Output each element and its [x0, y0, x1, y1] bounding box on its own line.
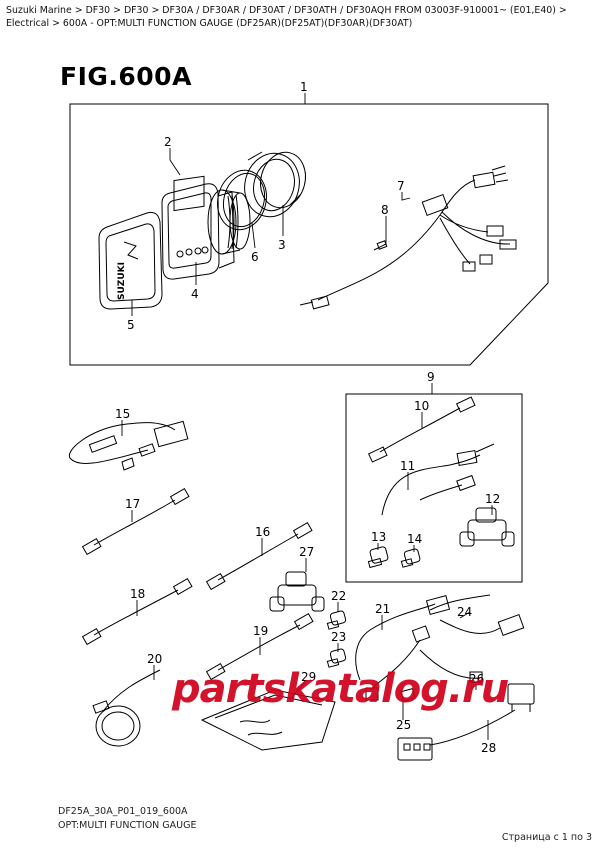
cable-15-part[interactable] [68, 420, 189, 471]
figure-caption: OPT:MULTI FUNCTION GAUGE [58, 820, 197, 831]
callout-18: 18 [130, 587, 145, 601]
cable-19-part[interactable] [205, 612, 314, 681]
power-harness-24-part[interactable] [419, 594, 525, 683]
t-connector-27-part[interactable] [269, 571, 325, 612]
callout-1: 1 [300, 80, 308, 94]
callout-2: 2 [164, 135, 172, 149]
cable-11-part[interactable] [381, 443, 495, 516]
callout-7: 7 [397, 179, 405, 193]
callout-26: 26 [469, 672, 484, 686]
callout-14: 14 [407, 532, 422, 546]
page-counter: Страница с 1 по 3 [501, 832, 592, 843]
terminator-14-part[interactable] [400, 548, 421, 568]
callout-27: 27 [299, 545, 314, 559]
callout-15: 15 [115, 407, 130, 421]
terminator-23-part[interactable] [326, 648, 347, 668]
cable-10-part[interactable] [367, 396, 476, 463]
gauge-body-part[interactable] [207, 189, 251, 255]
callout-22: 22 [331, 589, 346, 603]
callout-24: 24 [457, 605, 472, 619]
callout-25: 25 [396, 718, 411, 732]
terminator-22-part[interactable] [326, 610, 347, 630]
callout-21: 21 [375, 602, 390, 616]
callout-6: 6 [251, 250, 259, 264]
nut-part[interactable] [238, 147, 312, 223]
o-ring-part[interactable] [211, 165, 273, 235]
callout-17: 17 [125, 497, 140, 511]
kit-1-outline [69, 103, 549, 366]
t-connector-12-part[interactable] [459, 507, 515, 547]
figure-code: DF25A_30A_P01_019_600A [58, 806, 188, 817]
cable-17-part[interactable] [81, 487, 190, 556]
cable-16-part[interactable] [205, 521, 313, 591]
callout-12: 12 [485, 492, 500, 506]
fuse-25-part[interactable] [400, 688, 416, 702]
callout-9: 9 [427, 370, 435, 384]
callout-13: 13 [371, 530, 386, 544]
callout-16: 16 [255, 525, 270, 539]
callout-19: 19 [253, 624, 268, 638]
callout-11: 11 [400, 459, 415, 473]
callout-20: 20 [147, 652, 162, 666]
callout-29: 29 [301, 670, 316, 684]
cable-18-part[interactable] [81, 577, 193, 646]
callout-4: 4 [191, 287, 199, 301]
gauge-cover-part[interactable] [98, 211, 163, 310]
wire-harness-7-part[interactable] [299, 165, 517, 310]
watermark: partskatalog.ru [171, 666, 509, 712]
power-harness-21-part[interactable] [355, 603, 436, 701]
callout-28: 28 [481, 741, 496, 755]
callout-23: 23 [331, 630, 346, 644]
sensor-20-part[interactable] [92, 669, 161, 747]
callout-10: 10 [414, 399, 429, 413]
callout-8: 8 [381, 203, 389, 217]
parts-bag-29-part[interactable] [200, 689, 336, 751]
breadcrumb: Suzuki Marine > DF30 > DF30 > DF30A / DF… [6, 5, 567, 29]
kit-9-outline [345, 393, 523, 583]
suzuki-logo-text: SUZUKI [117, 262, 127, 300]
multi-function-gauge-part[interactable] [161, 175, 235, 280]
figure-title: FIG.600A [60, 62, 192, 91]
terminal-pin-8-part[interactable] [373, 240, 388, 251]
adapter-harness-28-part[interactable] [397, 683, 535, 761]
leader-lines [121, 93, 493, 740]
callout-5: 5 [127, 318, 135, 332]
terminator-13-part[interactable] [367, 546, 389, 569]
callout-3: 3 [278, 238, 286, 252]
